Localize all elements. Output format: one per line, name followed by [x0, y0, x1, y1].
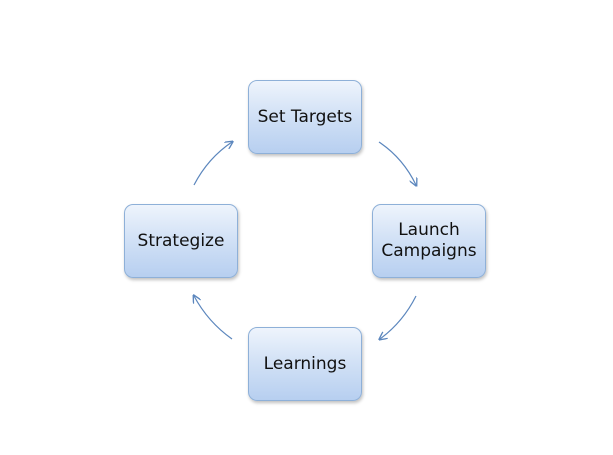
- node-label: Strategize: [137, 230, 225, 251]
- node-label: Launch Campaigns: [381, 220, 477, 261]
- node-strategize: Strategize: [124, 204, 238, 278]
- node-learnings: Learnings: [248, 327, 362, 401]
- node-label: Set Targets: [257, 106, 353, 127]
- node-label: Learnings: [263, 353, 347, 374]
- arrow-set-targets-to-launch: [378, 141, 416, 185]
- arrow-launch-to-learnings: [380, 295, 417, 339]
- arrow-learnings-to-strategize: [194, 296, 233, 340]
- arrow-strategize-to-set-targets: [193, 142, 232, 186]
- node-set-targets: Set Targets: [248, 80, 362, 154]
- node-launch-campaigns: Launch Campaigns: [372, 204, 486, 278]
